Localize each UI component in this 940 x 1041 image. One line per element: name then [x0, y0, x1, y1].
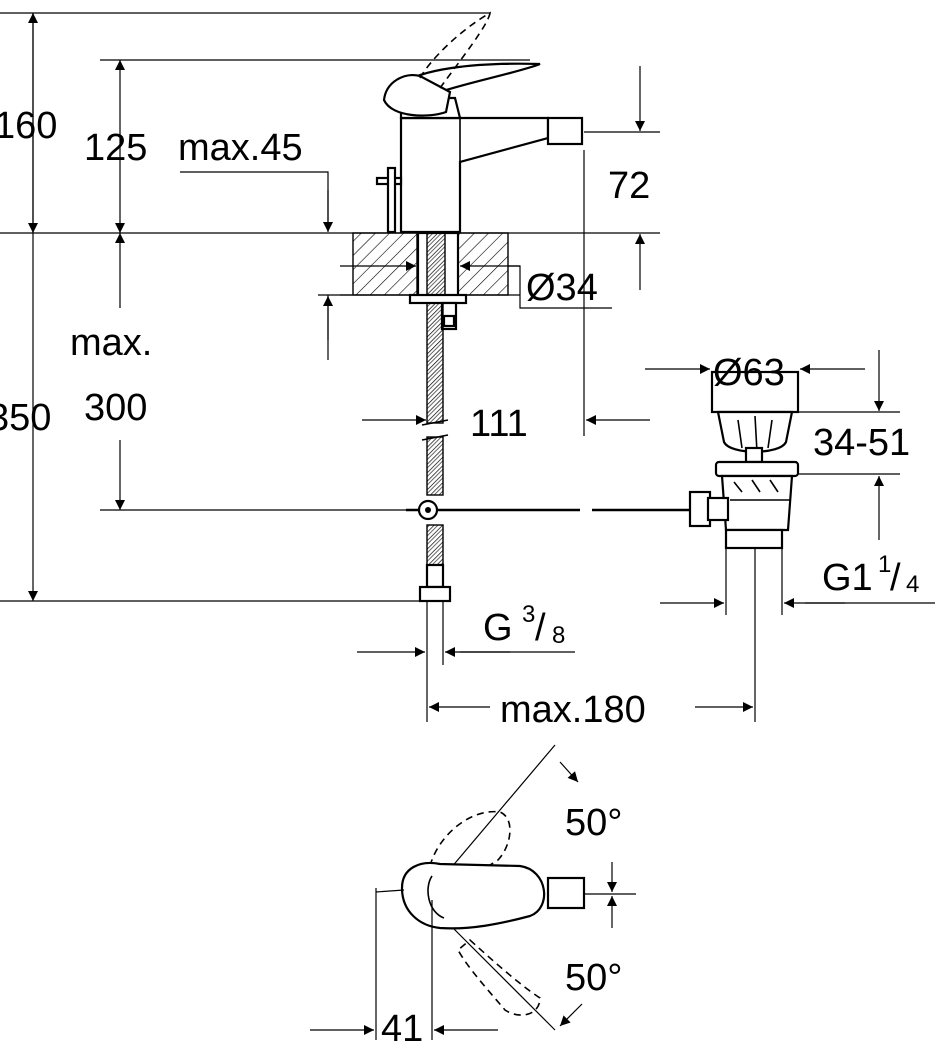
svg-text:1: 1	[878, 551, 891, 578]
side-elevation: 160 125 max.45 72 Ø34 max. 300 350 111 Ø…	[0, 11, 935, 731]
dim-label-111: 111	[470, 403, 528, 445]
dim-label-72: 72	[608, 165, 650, 207]
deck-slab-right	[457, 232, 509, 296]
dim-label-125: 125	[84, 127, 147, 169]
dim-label-160: 160	[0, 105, 57, 147]
svg-text:8: 8	[552, 622, 565, 649]
plan-lever-body	[400, 861, 546, 930]
svg-text:/: /	[535, 607, 546, 649]
dim-label-300: 300	[84, 387, 147, 429]
plan-spray-nozzle	[546, 876, 586, 910]
dim-label-max180: max.180	[500, 689, 646, 731]
lever-rotated-outline-upper	[429, 810, 511, 886]
waste-fitting	[688, 370, 800, 550]
dim-label-g-three-eighths: G 3 / 8	[483, 601, 565, 649]
dim-label-g1-quarter: G1 1 / 4	[822, 551, 919, 599]
svg-text:G1: G1	[822, 557, 873, 599]
dim-label-max: max.	[70, 322, 152, 364]
mounting-shank	[408, 231, 468, 331]
waste-body	[720, 474, 794, 532]
spray-nozzle	[546, 116, 584, 146]
lever-rotated-outline-lower	[456, 938, 541, 1016]
dim-label-dia34: Ø34	[526, 267, 598, 309]
lever-raised-outline	[419, 11, 492, 89]
lever-hub	[382, 74, 452, 117]
waste-plug	[710, 370, 800, 414]
angle-label-lower: 50°	[565, 957, 622, 999]
deck-slab-left	[352, 232, 418, 296]
mixer-body	[375, 62, 584, 234]
connection-nut	[418, 585, 452, 603]
svg-text:G: G	[483, 607, 513, 649]
angle-arrow-lower	[559, 1003, 583, 1027]
dim-label-max45: max.45	[178, 127, 303, 169]
plan-view: 50° 50° 41	[310, 744, 636, 1041]
dim-label-41: 41	[381, 1008, 423, 1041]
svg-text:4: 4	[906, 571, 919, 598]
svg-text:/: /	[890, 557, 901, 599]
pop-up-linkage	[100, 499, 690, 521]
svg-text:3: 3	[522, 601, 535, 628]
dim-label-34-51: 34-51	[813, 422, 910, 464]
angle-label-upper: 50°	[565, 802, 622, 844]
dim-label-350: 350	[0, 397, 51, 439]
flexible-hose	[418, 302, 452, 603]
fixing-nut	[408, 293, 468, 305]
angle-arrow-upper	[559, 761, 579, 783]
dim-label-dia63: Ø63	[713, 352, 785, 394]
